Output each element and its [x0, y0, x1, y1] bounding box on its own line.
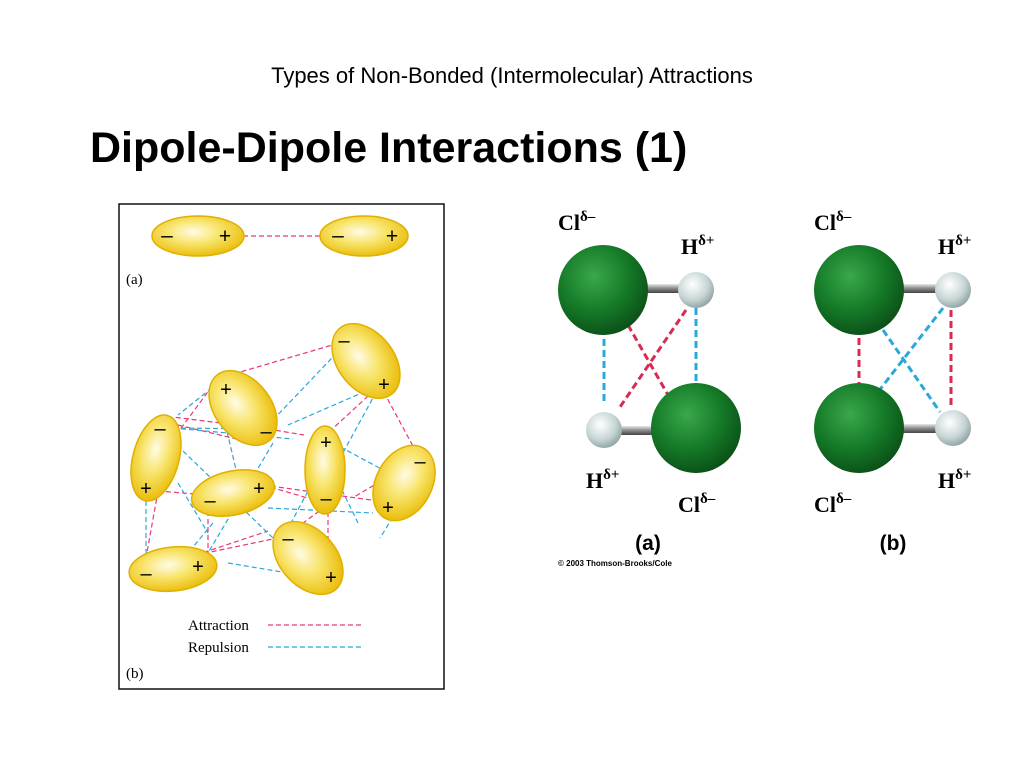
- slide-subtitle: Types of Non-Bonded (Intermolecular) Att…: [271, 63, 753, 88]
- dipole-molecule: + –: [304, 425, 346, 515]
- chlorine-atom: [558, 245, 648, 335]
- h-label: Hδ+: [938, 467, 971, 493]
- dipole-pair-a: – + – +: [151, 215, 409, 257]
- panel-label-a: (a): [635, 532, 661, 555]
- plus-sign: +: [253, 478, 265, 500]
- dipole-molecule: – +: [190, 469, 276, 517]
- minus-sign: –: [260, 421, 272, 443]
- h-label: Hδ+: [681, 233, 714, 259]
- cl-label: Clδ–: [814, 491, 852, 517]
- bond: [898, 284, 950, 293]
- legend-attraction-label: Attraction: [188, 618, 249, 634]
- hydrogen-atom: [678, 272, 714, 308]
- plus-sign: +: [219, 225, 231, 248]
- plus-sign: +: [386, 225, 398, 248]
- minus-sign: –: [204, 490, 216, 512]
- slide-title: Dipole-Dipole Interactions (1): [90, 124, 688, 172]
- h-label: Hδ+: [938, 233, 971, 259]
- hydrogen-atom: [935, 410, 971, 446]
- repulsion-line: [876, 307, 945, 393]
- copyright-notice: © 2003 Thomson-Brooks/Cole: [558, 559, 672, 568]
- dipole-molecule: – +: [130, 414, 182, 502]
- dipole-arrangement-figure: – + – + (a): [118, 203, 445, 690]
- cl-label: Clδ–: [558, 209, 596, 235]
- cl-label: Clδ–: [814, 209, 852, 235]
- bond: [638, 284, 690, 293]
- plus-sign: +: [220, 379, 232, 401]
- dipole-molecule: – +: [331, 322, 401, 400]
- panel-label-a: (a): [126, 272, 143, 288]
- dipole-molecule: – +: [319, 215, 409, 257]
- hydrogen-atom: [586, 412, 622, 448]
- chlorine-atom: [814, 383, 904, 473]
- attraction-line: [616, 309, 688, 411]
- hcl-dipole-figure: Clδ– Hδ+ Hδ+ Clδ– (a) Clδ– Hδ+ Clδ– Hδ+ …: [558, 209, 971, 568]
- hydrogen-atom: [935, 272, 971, 308]
- plus-sign: +: [140, 478, 152, 500]
- chlorine-atom: [814, 245, 904, 335]
- h-label: Hδ+: [586, 467, 619, 493]
- bond: [898, 424, 950, 433]
- bond: [610, 426, 662, 435]
- dipole-molecule: – +: [372, 444, 436, 522]
- dipole-molecule: – +: [128, 545, 218, 593]
- repulsion-line: [881, 329, 942, 413]
- minus-sign: –: [161, 224, 173, 247]
- panel-a-antiparallel: Clδ– Hδ+ Hδ+ Clδ– (a): [558, 209, 741, 555]
- minus-sign: –: [154, 418, 166, 440]
- plus-sign: +: [382, 497, 394, 519]
- chlorine-atom: [651, 383, 741, 473]
- legend-repulsion-label: Repulsion: [188, 640, 249, 656]
- cl-label: Clδ–: [678, 491, 716, 517]
- minus-sign: –: [332, 224, 344, 247]
- minus-sign: –: [320, 488, 332, 510]
- dipole-molecule: – +: [151, 215, 245, 257]
- panel-label-b: (b): [880, 532, 907, 555]
- dipole-molecule: – +: [272, 520, 344, 596]
- plus-sign: +: [378, 374, 390, 396]
- panel-label-b: (b): [126, 666, 144, 682]
- plus-sign: +: [320, 432, 332, 454]
- panel-b-parallel: Clδ– Hδ+ Clδ– Hδ+ (b): [814, 209, 971, 555]
- legend: Attraction Repulsion: [188, 618, 362, 656]
- dipole-molecule: + –: [208, 369, 278, 447]
- plus-sign: +: [192, 556, 204, 578]
- minus-sign: –: [338, 330, 350, 352]
- attraction-line: [626, 324, 670, 396]
- minus-sign: –: [414, 451, 426, 473]
- minus-sign: –: [282, 528, 294, 550]
- plus-sign: +: [325, 567, 337, 589]
- minus-sign: –: [140, 563, 152, 585]
